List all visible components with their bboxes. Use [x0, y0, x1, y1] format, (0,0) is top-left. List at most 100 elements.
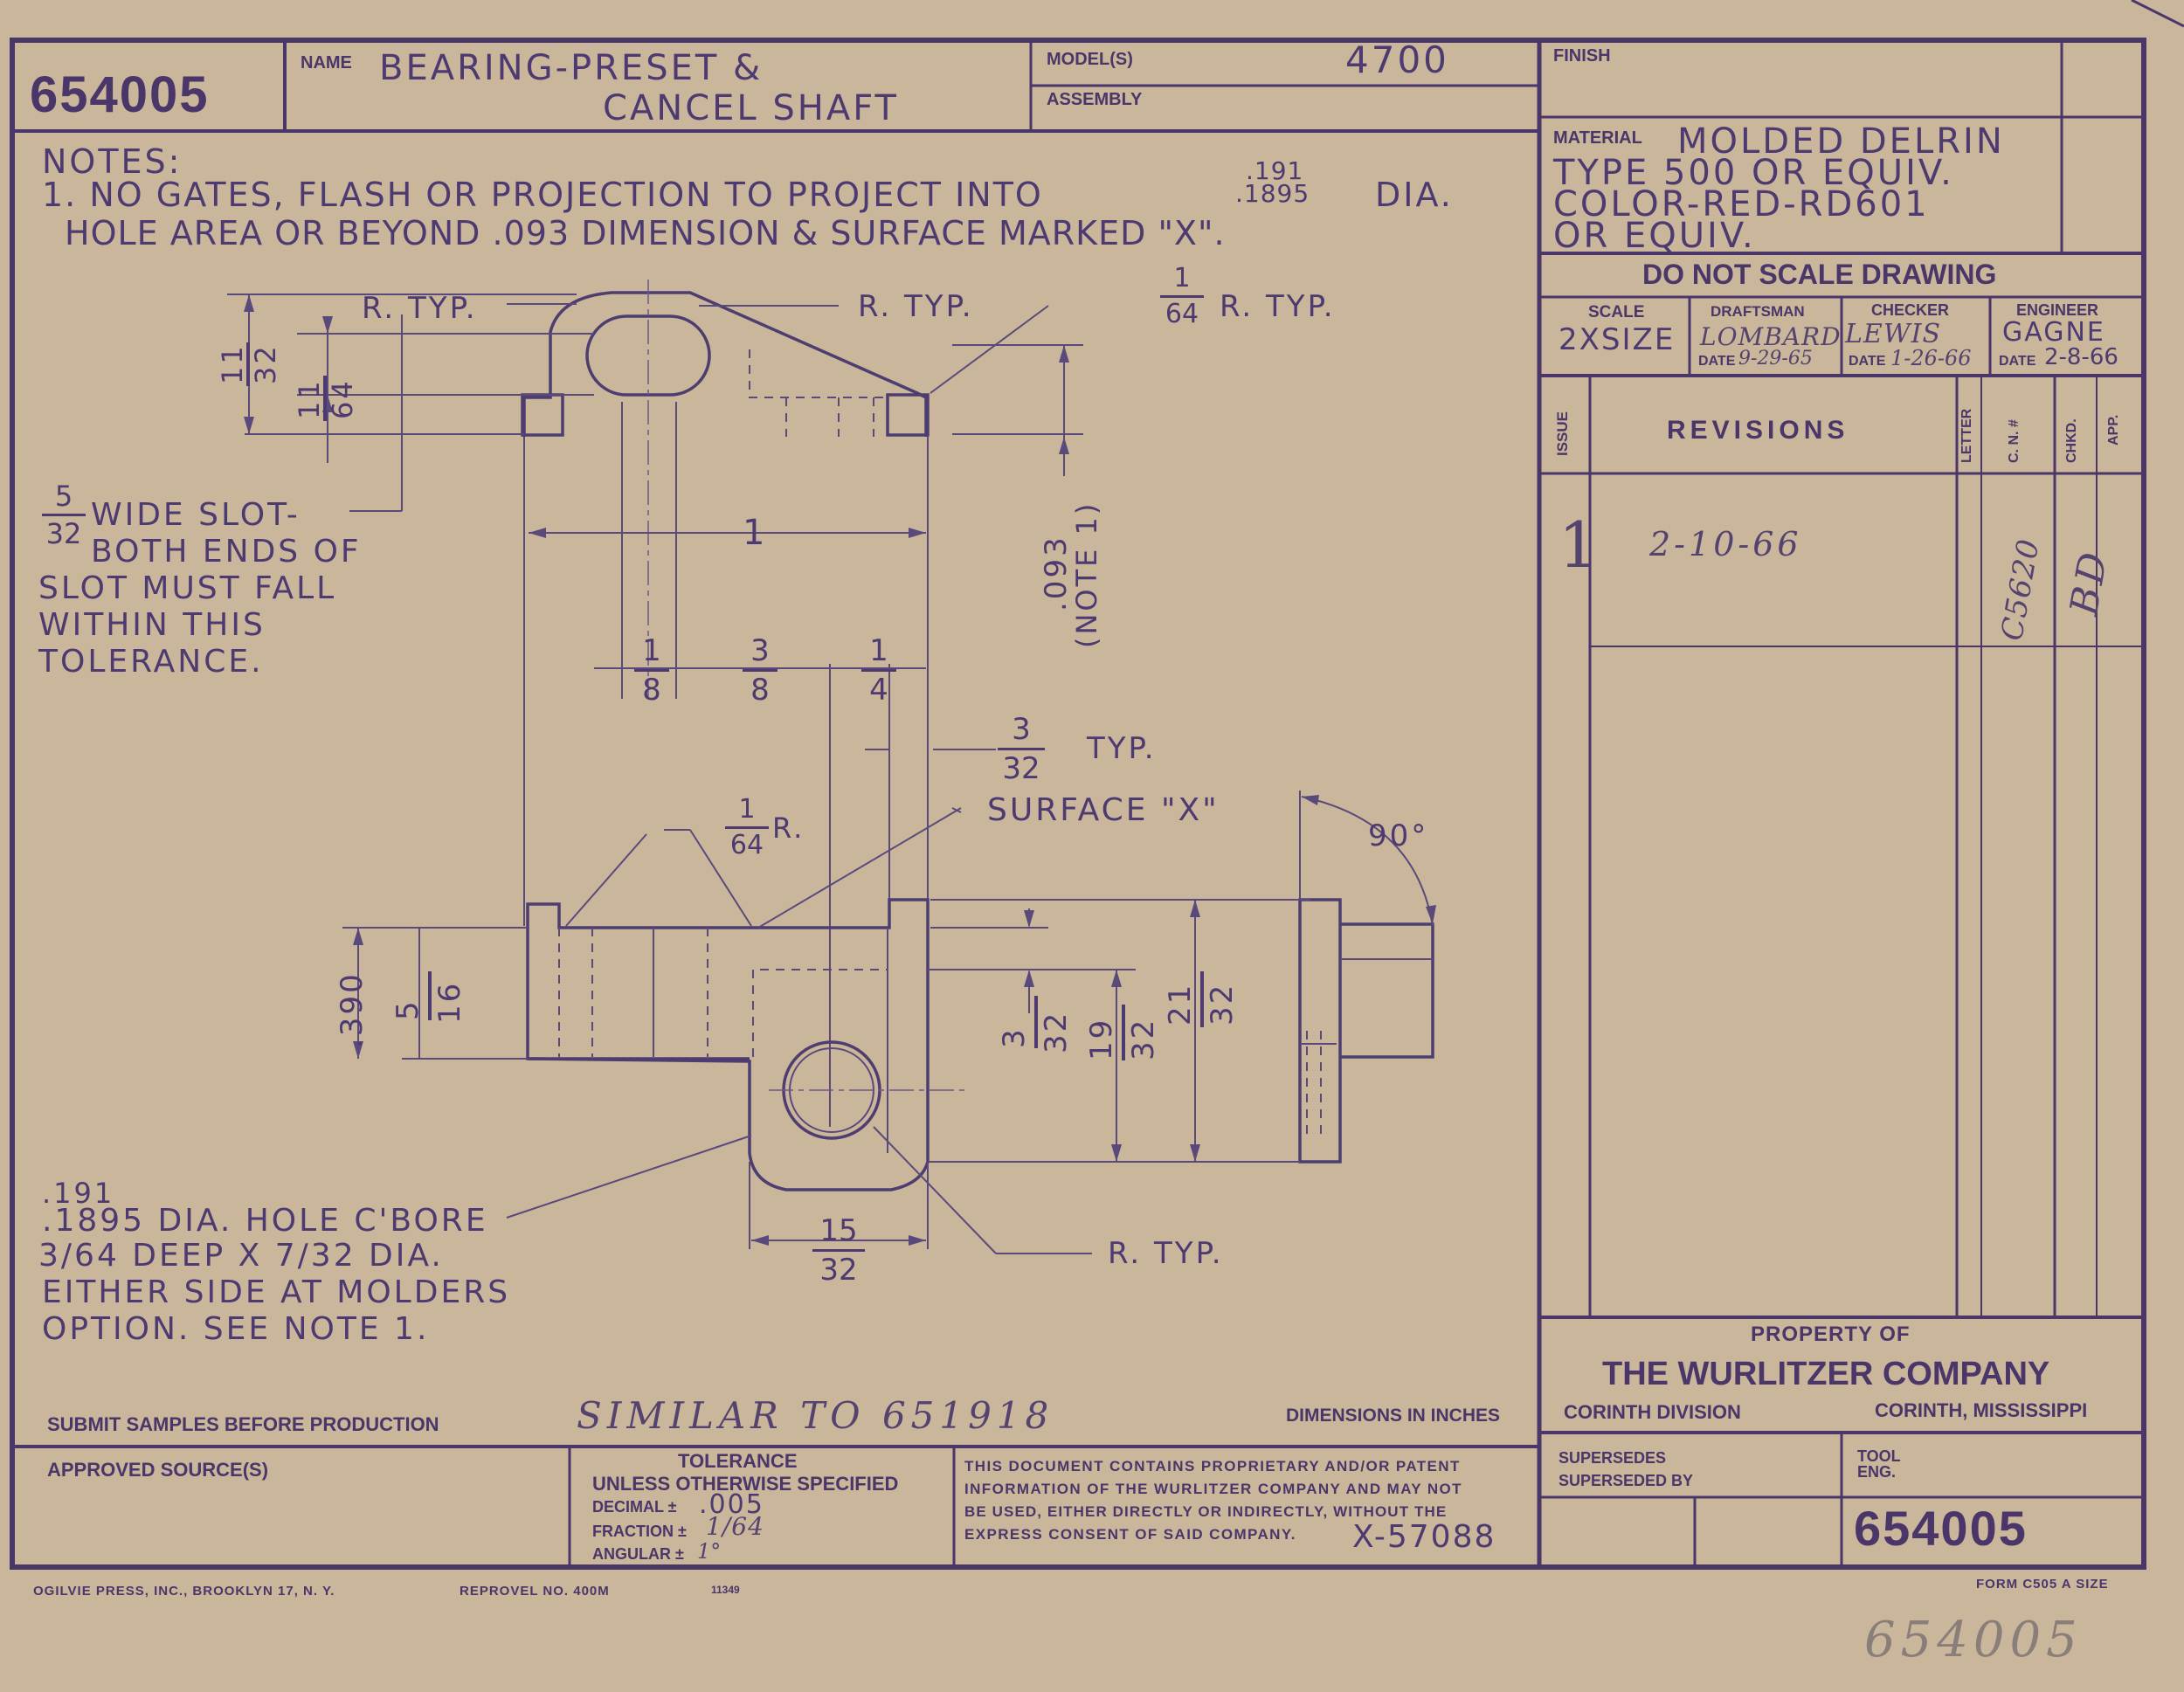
chkd-label: CHKD.: [2064, 418, 2079, 463]
label-typ: TYP.: [1087, 731, 1157, 766]
approved-source: APPROVED SOURCE(S): [47, 1459, 269, 1481]
company-location: CORINTH, MISSISSIPPI: [1875, 1399, 2088, 1421]
issue-label: ISSUE: [1554, 411, 1571, 456]
handwritten-number: 654005: [1864, 1612, 2083, 1668]
dim-11-64-den: 64: [326, 378, 359, 419]
draftsman-value: LOMBARD: [1700, 322, 1842, 351]
label-r-typ-bottom: R. TYP.: [1108, 1236, 1224, 1271]
draftsman-label: DRAFTSMAN: [1711, 303, 1805, 320]
name-label: NAME: [301, 53, 352, 73]
tolerance-sub: UNLESS OTHERWISE SPECIFIED: [592, 1473, 899, 1495]
decimal-label: DECIMAL ±: [592, 1498, 677, 1516]
proprietary-line4: EXPRESS CONSENT OF SAID COMPANY.: [964, 1526, 1296, 1543]
r-1-64-suffix: R.: [772, 811, 805, 845]
dim-21-32-num: 21: [1163, 982, 1198, 1026]
checker-label: CHECKER: [1871, 301, 1950, 319]
label-r-typ-2: R. TYP.: [858, 289, 974, 324]
slot-line1: WIDE SLOT-: [91, 497, 301, 533]
dim-11-32-den: 32: [249, 343, 282, 384]
dimensions-in-inches: DIMENSIONS IN INCHES: [1286, 1405, 1501, 1426]
scale-value: 2XSIZE: [1559, 322, 1676, 357]
note1-line2: HOLE AREA OR BEYOND .093 DIMENSION & SUR…: [65, 214, 1226, 252]
dim-5-16-den: 16: [432, 980, 467, 1024]
material-line3: COLOR-RED-RD601: [1553, 184, 1930, 224]
revision-issue: 1: [1559, 508, 1602, 582]
angular-value: 1°: [697, 1539, 722, 1564]
submit-samples: SUBMIT SAMPLES BEFORE PRODUCTION: [47, 1413, 439, 1435]
note1-dia-suffix: DIA.: [1375, 176, 1454, 214]
hole-line3: EITHER SIDE AT MOLDERS: [42, 1274, 511, 1310]
do-not-scale: DO NOT SCALE DRAWING: [1642, 259, 1997, 290]
assembly-label: ASSEMBLY: [1047, 90, 1143, 109]
hole-line1: .1895 DIA. HOLE C'BORE: [42, 1203, 488, 1239]
checker-value: LEWIS: [1845, 319, 1942, 349]
printer-info: OGILVIE PRESS, INC., BROOKLYN 17, N. Y.: [33, 1584, 335, 1599]
x-number: X-57088: [1352, 1519, 1496, 1555]
note1-dia-bottom: .1895: [1235, 179, 1310, 208]
material-line4: OR EQUIV.: [1553, 216, 1756, 256]
dim-11-64-num: 11: [293, 378, 326, 419]
hole-line0: .191: [42, 1177, 115, 1210]
revision-description: 2-10-66: [1649, 525, 1802, 563]
company-division: CORINTH DIVISION: [1564, 1401, 1741, 1423]
drawing-number-bottom: 654005: [1854, 1501, 2028, 1556]
top-dimensions: [227, 294, 1083, 750]
dim-5-16-num: 5: [390, 998, 425, 1020]
letter-label: LETTER: [1959, 408, 1974, 463]
dim-390: .390: [335, 971, 370, 1048]
side-dimensions: [342, 791, 1434, 1254]
supersedes-label: SUPERSEDES: [1559, 1449, 1667, 1467]
notes-heading: NOTES:: [42, 142, 183, 181]
dim-3-32-num: 3: [997, 1026, 1032, 1048]
dim-note1: (NOTE 1): [1070, 501, 1103, 648]
checker-date-label: DATE: [1849, 354, 1886, 369]
app-label: APP.: [2106, 414, 2121, 445]
dim-21-32-den: 32: [1205, 982, 1240, 1026]
revisions-heading: REVISIONS: [1667, 416, 1849, 445]
similar-to: SIMILAR TO 651918: [577, 1394, 1054, 1437]
proprietary-line3: BE USED, EITHER DIRECTLY OR INDIRECTLY, …: [964, 1503, 1448, 1520]
tolerance-label: TOLERANCE: [678, 1450, 798, 1472]
drawing-number-top: 654005: [30, 66, 210, 123]
property-of: PROPERTY OF: [1751, 1323, 1911, 1346]
dim-19-32-den: 32: [1126, 1017, 1161, 1060]
angular-label: ANGULAR ±: [592, 1545, 684, 1563]
checker-date: 1-26-66: [1890, 346, 1972, 370]
draftsman-date-label: DATE: [1698, 354, 1736, 369]
outer-frame: [10, 38, 2146, 1570]
dim-19-32-bar: [1122, 1005, 1125, 1060]
engineer-label: ENGINEER: [2016, 301, 2099, 319]
code-info: 11349: [711, 1584, 740, 1596]
revision-chkd: BD: [2062, 545, 2118, 619]
label-r-typ-1: R. TYP.: [362, 291, 478, 326]
slot-line3: SLOT MUST FALL: [38, 570, 337, 606]
scale-label: SCALE: [1588, 303, 1645, 321]
arrowheads: [244, 294, 1436, 1246]
engineer-date: 2-8-66: [2044, 344, 2118, 370]
dim-11-64-bar: [323, 376, 327, 421]
part-name-line2: CANCEL SHAFT: [603, 88, 899, 128]
part-name-line1: BEARING-PRESET &: [379, 48, 764, 88]
engineer-date-label: DATE: [1999, 354, 2036, 369]
note1-dia-top: .191: [1246, 156, 1304, 185]
hole-line4: OPTION. SEE NOTE 1.: [42, 1311, 430, 1347]
tool-eng-label: TOOL ENG.: [1857, 1447, 1901, 1481]
side-view: [526, 898, 1434, 1191]
superseded-by-label: SUPERSEDED BY: [1559, 1472, 1694, 1489]
dim-11-32-bar: [246, 342, 250, 386]
dim-3-32-den: 32: [1039, 1010, 1074, 1053]
company-name: THE WURLITZER COMPANY: [1602, 1356, 2050, 1392]
top-view: [521, 280, 930, 1127]
dim-1: 1: [743, 513, 768, 553]
material-line2: TYPE 500 OR EQUIV.: [1553, 153, 1954, 193]
models-value: 4700: [1345, 38, 1449, 81]
note1-line1: 1. NO GATES, FLASH OR PROJECTION TO PROJ…: [42, 176, 1043, 214]
